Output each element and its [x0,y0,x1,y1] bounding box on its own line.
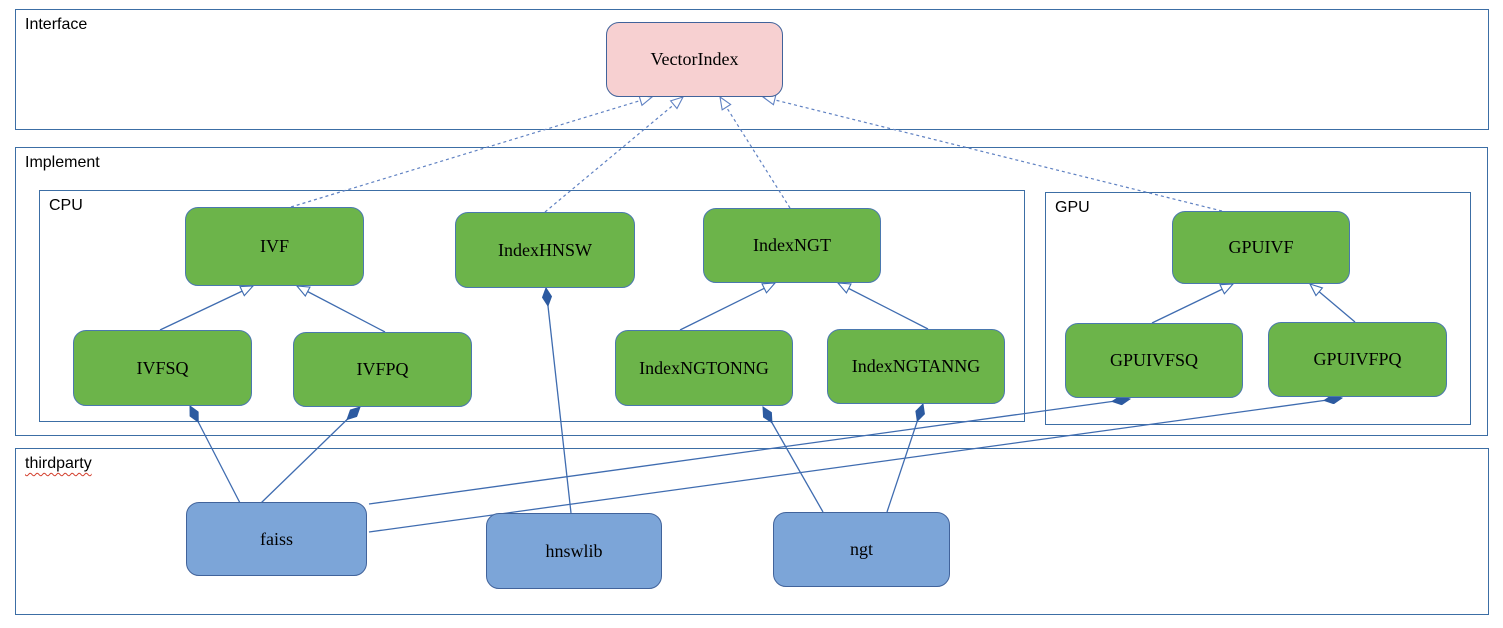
node-ivf: IVF [185,207,364,286]
node-ivfpq: IVFPQ [293,332,472,407]
node-hnswlib-label: hnswlib [545,540,603,561]
node-vectorindex-label: VectorIndex [650,49,739,69]
edge-gpuivfsq-faiss [368,399,1130,505]
edge-ivfpq-faiss [260,407,360,504]
node-gpuivf: GPUIVF [1172,211,1350,284]
implement-container: Implement [15,147,1488,436]
node-vectorindex: VectorIndex [606,22,783,97]
edge-indexhnsw-hnswlib [546,288,572,514]
node-gpuivf-label: GPUIVF [1228,237,1294,257]
node-gpuivfsq: GPUIVFSQ [1065,323,1243,398]
node-indexngt-label: IndexNGT [753,235,831,255]
node-ngt-label: ngt [849,539,873,559]
edge-indexngtonng-ngt [762,407,824,513]
node-indexngtonng: IndexNGTONNG [615,330,793,406]
node-gpuivfpq-label: GPUIVFPQ [1313,349,1402,369]
node-ivfsq: IVFSQ [73,330,252,406]
interface-container-label: Interface [25,16,88,33]
node-indexngtanng-label: IndexNGTANNG [851,356,981,376]
cpu-container-label: CPU [49,197,83,214]
node-ivfsq-label: IVFSQ [136,357,189,378]
edge-ivf-vectorindex [290,95,654,208]
gpu-container-label: GPU [1055,199,1090,216]
edge-gpuivfsq-gpuivf [1151,283,1235,324]
implement-container-label: Implement [25,154,100,171]
interface-container: Interface [15,9,1489,130]
node-ivf-label: IVF [259,236,289,256]
edge-indexhnsw-vectorindex [544,96,685,213]
node-ngt: ngt [773,512,950,587]
edge-gpuivfpq-faiss [368,398,1342,533]
gpu-container: GPU [1045,192,1471,425]
node-indexngtonng-label: IndexNGTONNG [639,357,769,378]
node-indexhnsw: IndexHNSW [455,212,635,288]
thirdparty-container: thirdparty [15,448,1489,615]
edge-gpuivf-vectorindex [761,94,1223,212]
thirdparty-container-label: thirdparty [25,455,92,472]
edge-ivfsq-faiss [189,406,241,504]
edge-ivfsq-ivf [159,285,255,331]
node-hnswlib: hnswlib [486,513,662,589]
edge-indexngt-vectorindex [719,95,791,209]
node-ivfpq-label: IVFPQ [356,359,409,379]
node-faiss: faiss [186,502,367,576]
node-indexngt: IndexNGT [703,208,881,283]
edge-gpuivfpq-gpuivf [1308,283,1356,323]
node-faiss-label: faiss [260,528,293,549]
node-gpuivfsq-label: GPUIVFSQ [1109,350,1199,370]
edge-ivfpq-ivf [295,285,386,333]
edge-indexngtanng-indexngt [836,282,929,330]
node-indexhnsw-label: IndexHNSW [498,239,592,260]
edge-indexngtonng-indexngt [679,282,777,331]
cpu-container: CPU [39,190,1025,422]
node-gpuivfpq: GPUIVFPQ [1268,322,1447,397]
node-indexngtanng: IndexNGTANNG [827,329,1005,404]
